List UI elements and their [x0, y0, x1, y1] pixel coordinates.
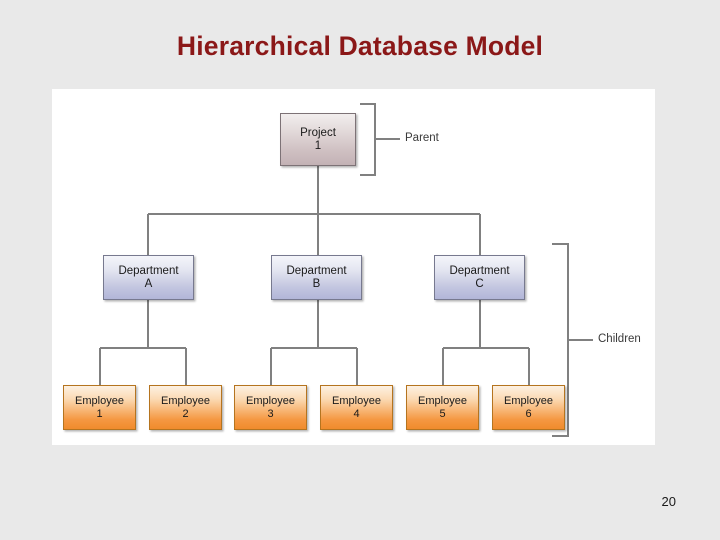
node-label: Department [449, 264, 510, 277]
children-annotation-label: Children [598, 333, 641, 345]
diagram-panel: Project 1 Department A Department B Depa… [52, 89, 655, 445]
diagram-connectors [99, 103, 593, 437]
node-employee-1[interactable]: Employee 1 [63, 385, 136, 430]
node-label: Employee [504, 395, 553, 408]
node-department-a[interactable]: Department A [103, 255, 194, 300]
node-label: Employee [246, 395, 295, 408]
node-sub-label: 1 [314, 139, 322, 152]
node-department-c[interactable]: Department C [434, 255, 525, 300]
node-employee-2[interactable]: Employee 2 [149, 385, 222, 430]
node-sub-label: 1 [96, 407, 103, 420]
node-project-1[interactable]: Project 1 [280, 113, 356, 166]
parent-annotation-label: Parent [405, 132, 439, 144]
node-sub-label: 6 [525, 407, 532, 420]
node-sub-label: B [312, 277, 321, 290]
node-label: Employee [161, 395, 210, 408]
node-label: Project [300, 126, 336, 139]
node-label: Employee [332, 395, 381, 408]
node-employee-5[interactable]: Employee 5 [406, 385, 479, 430]
node-sub-label: 3 [267, 407, 274, 420]
node-label: Employee [75, 395, 124, 408]
node-sub-label: 4 [353, 407, 360, 420]
node-label: Employee [418, 395, 467, 408]
parent-bracket [360, 103, 376, 176]
node-label: Department [286, 264, 347, 277]
node-sub-label: 2 [182, 407, 189, 420]
node-employee-4[interactable]: Employee 4 [320, 385, 393, 430]
node-sub-label: A [144, 277, 153, 290]
node-sub-label: C [475, 277, 484, 290]
page-number: 20 [661, 494, 676, 509]
node-label: Department [118, 264, 179, 277]
node-department-b[interactable]: Department B [271, 255, 362, 300]
page-title: Hierarchical Database Model [176, 31, 544, 61]
node-employee-3[interactable]: Employee 3 [234, 385, 307, 430]
node-sub-label: 5 [439, 407, 446, 420]
node-employee-6[interactable]: Employee 6 [492, 385, 565, 430]
